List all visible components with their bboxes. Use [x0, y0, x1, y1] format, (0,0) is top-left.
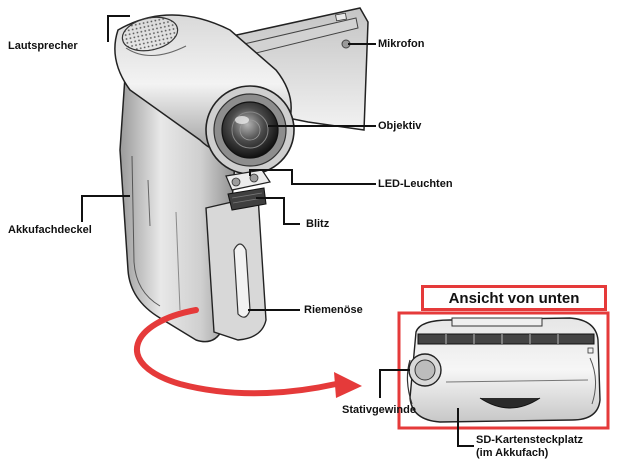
label-microphone: Mikrofon — [378, 38, 425, 50]
bottom-view-title: Ansicht von unten — [421, 285, 607, 311]
label-tripod-socket: Stativgewinde — [342, 404, 416, 416]
bottom-view — [397, 311, 610, 430]
label-sd-slot-line2: (im Akkufach) — [476, 447, 549, 459]
label-lens: Objektiv — [378, 120, 422, 132]
battery-latch — [479, 397, 541, 409]
label-speaker: Lautsprecher — [8, 40, 78, 52]
flash — [227, 187, 267, 211]
label-flash: Blitz — [306, 218, 330, 230]
label-sd-slot-line1: SD-Kartensteckplatz — [476, 434, 583, 446]
label-led-lights: LED-Leuchten — [378, 178, 453, 190]
leader-lines — [81, 15, 474, 447]
camcorder — [114, 7, 369, 343]
label-strap-eyelet: Riemenöse — [304, 304, 363, 316]
view-arrow — [133, 307, 362, 398]
speaker-grille — [121, 16, 179, 52]
label-battery-cover: Akkufachdeckel — [8, 224, 92, 236]
